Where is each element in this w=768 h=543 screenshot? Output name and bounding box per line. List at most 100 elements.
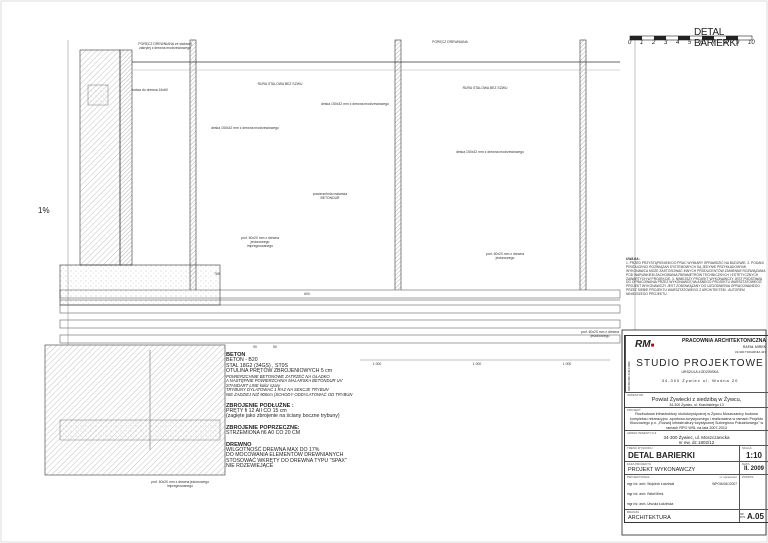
scale-tick: 1 bbox=[640, 40, 644, 46]
firms-section: KONSORCJUM FIRM RM■ PRACOWNIA ARCHITEKTO… bbox=[625, 336, 768, 393]
note-line: (zagięte jako zbrojenie na ściany boczne… bbox=[226, 413, 340, 420]
projektowal-label: PROJEKTOWAŁ bbox=[627, 475, 650, 480]
consortium-label: KONSORCJUM FIRM bbox=[625, 336, 632, 392]
annotation-rura-2: RURA STALOWA BEZ SZWU bbox=[462, 86, 508, 90]
note-line: NIE RDZEWIEJĄCE bbox=[226, 463, 274, 470]
scale-tick: 7 bbox=[712, 40, 716, 46]
note-line: BETON - B20 bbox=[226, 357, 258, 364]
deck-boards bbox=[59, 289, 621, 344]
uwaga-title: UWAGA: bbox=[626, 257, 640, 261]
podpis-label: PODPIS bbox=[742, 475, 754, 480]
annotation-deska-3: deska 150x32 mm z drewna modrzewiowego bbox=[456, 150, 524, 154]
designer-1-licence: WPOIA/04/12007 bbox=[712, 482, 737, 487]
adres-line-1: 34-300 Żywiec, ul. Moszczanicka bbox=[663, 435, 730, 441]
firm2-owner: URSZULA ŁODZIŃSKA bbox=[681, 370, 719, 374]
branza-value: ARCHITEKTURA bbox=[628, 515, 671, 522]
note-line: A NASTĘPNIE POWIERZCHNIA MALARSKA BETOND… bbox=[226, 378, 343, 384]
adres-section: ADRES INWESTYCJI 34-300 Żywiec, ul. Mosz… bbox=[625, 431, 768, 447]
drawing-number: A.05 bbox=[747, 511, 764, 521]
notes-drewno-heading: DREWNO bbox=[226, 441, 252, 448]
designer-1: mgr inż. arch. Wojciech Łodziński bbox=[627, 482, 675, 487]
notes-beton-heading: BETON bbox=[226, 352, 246, 358]
annotation-deska-1: deska 150x32 mm z drewna modrzewiowego bbox=[321, 102, 389, 106]
inwestor-name: Powiat Żywiecki z siedzibą w Żywcu, bbox=[651, 397, 742, 403]
uwaga-text: 1. PRZED PRZYSTĄPIENIEM DO PRAC WYMIARY … bbox=[626, 260, 766, 297]
faza-row: FAZA PROJEKTU PROJEKT WYKONAWCZY DATA II… bbox=[625, 462, 768, 476]
note-line: OTULINA PRĘTÓW ZBROJENIOWYCH 5 cm bbox=[226, 368, 333, 375]
projekt-section: PROJEKT Rozbudowa infrastruktury okołotu… bbox=[625, 408, 768, 432]
note-line: STRZEMIONA fi6 A0 CO 20 CM bbox=[226, 430, 301, 437]
note-line: PRĘTY fi 12 AII CO 15 cm bbox=[226, 408, 287, 414]
scale-tick: 3 bbox=[664, 40, 668, 46]
annotation-deska-2: deska 150x32 mm z drewna modrzewiowego bbox=[211, 126, 279, 130]
scale-tick: 2 bbox=[652, 40, 656, 46]
dimension-label: 760 bbox=[214, 272, 220, 276]
annotation-betondur: powierzchnia malarska BETONDUR bbox=[312, 192, 348, 200]
notes-poprzeczne-heading: ZBROJENIE POPRZECZNE: bbox=[226, 424, 300, 431]
note-line: STANDART LINE kolor szary bbox=[226, 382, 281, 388]
inwestor-section: INWESTOR Powiat Żywiecki z siedzibą w Ży… bbox=[625, 393, 768, 408]
dimension-label: 1 000 bbox=[372, 362, 382, 366]
faza-label: FAZA PROJEKTU bbox=[627, 462, 652, 467]
scale-tick: 4 bbox=[676, 40, 680, 46]
annotation-porecz-mid: PORĘCZ DREWNIANA bbox=[432, 40, 468, 44]
adres-line-2: nr ew. dz.1802/12 bbox=[678, 440, 715, 446]
note-line: POWIERZCHNIE BETONOWE ZATRZEĆ NA GŁADKO bbox=[226, 373, 330, 379]
dimension-label: 90 bbox=[253, 345, 257, 349]
note-line: STOSOWAĆ WKRĘTY DO DREWNA TYPU "SPAX" bbox=[226, 457, 347, 464]
firm1-owner: RAFAŁ MIREK bbox=[742, 345, 766, 349]
firm2-name: STUDIO PROJEKTOWE bbox=[636, 358, 764, 369]
skala-label: SKALA bbox=[742, 446, 752, 451]
scale-tick: 5 bbox=[688, 40, 692, 46]
skala-value: 1:10 bbox=[745, 451, 762, 461]
projekt-label: PROJEKT bbox=[627, 408, 641, 412]
annotation-profile-3: prof. 60x20 mm z drewna jesionowego impr… bbox=[150, 480, 210, 488]
firm1-name: PRACOWNIA ARCHITEKTONICZNA bbox=[682, 338, 766, 344]
scale-tick: 6 bbox=[700, 40, 704, 46]
slope-label: 1% bbox=[38, 206, 50, 215]
note-line: DO MOCOWANIA ELEMENTÓW DREWNIANYCH bbox=[226, 452, 344, 459]
projekt-description: Rozbudowa infrastruktury okołoturystyczn… bbox=[629, 412, 764, 430]
scale-tick: 9 bbox=[736, 40, 740, 46]
wall-section bbox=[79, 49, 133, 266]
note-line: TRYBUNY DYLATOWAĆ 1 RAZ NA SEKCJE TRYBUN bbox=[226, 387, 329, 393]
tresc-label: TREŚĆ RYSUNKU bbox=[627, 446, 653, 451]
annotation-rura-1: RURA STALOWA BEZ SZWU bbox=[257, 82, 303, 86]
drawing-title: DETAL BARIERKI bbox=[694, 27, 739, 49]
annotation-profile-4: prof. 60x20 mm z drewna jesionowego bbox=[580, 330, 620, 338]
annotation-profile-1: prof. 60x20 mm z drewna jesionowego impr… bbox=[240, 236, 280, 248]
title-block: KONSORCJUM FIRM RM■ PRACOWNIA ARCHITEKTO… bbox=[624, 335, 768, 524]
scale-tick: 0 bbox=[628, 40, 632, 46]
designers-section: PROJEKTOWAŁ nr uprawnień mgr inż. arch. W… bbox=[625, 475, 768, 511]
material-notes: BETON BETON - B20 STAL 18G2 (34GS) , ST0… bbox=[226, 352, 356, 470]
uprawnienia-label: nr uprawnień bbox=[719, 475, 737, 480]
scale-tick: 10 bbox=[748, 40, 755, 46]
tresc-value: DETAL BARIERKI bbox=[628, 451, 695, 461]
concrete-base bbox=[44, 264, 226, 476]
firm1-address: 32-600 TOKARNIA 427 bbox=[734, 350, 766, 354]
note-line: NIE ZADZIEJ NIŻ 900cm (SCHODY ODDYLATOWA… bbox=[226, 392, 353, 397]
annotation-profile-2: prof. 60x20 mm z drewna jesionowego bbox=[485, 252, 525, 260]
dimension-label: 50 bbox=[273, 345, 277, 349]
faza-value: PROJEKT WYKONAWCZY bbox=[628, 467, 696, 474]
scale-bar bbox=[629, 35, 753, 41]
designer-3: mgr inż. arch. Urszula Łodzińska bbox=[627, 502, 674, 507]
dimension-label: 1 000 bbox=[562, 362, 572, 366]
note-line: WILGOTNOŚĆ DREWNA MAX DO 17% bbox=[226, 447, 320, 454]
tresc-row: TREŚĆ RYSUNKU DETAL BARIERKI SKALA 1:10 bbox=[625, 446, 768, 463]
dimension-label: 1 000 bbox=[472, 362, 482, 366]
adres-label: ADRES INWESTYCJI bbox=[627, 431, 657, 436]
scale-tick: 8 bbox=[724, 40, 728, 46]
logo: RM■ bbox=[635, 339, 655, 350]
annotation-porecz-left: PORĘCZ DREWNIANA ze stalowej zakrytej z … bbox=[138, 42, 192, 50]
nr-label: NR RYS. bbox=[740, 513, 746, 520]
branza-row: BRANŻA ARCHITEKTURA NR RYS. A.05 bbox=[625, 510, 768, 523]
branza-label: BRANŻA bbox=[627, 510, 640, 515]
dimension-lines bbox=[67, 40, 636, 361]
notes-podluzne-heading: ZBROJENIE PODŁUŻNE : bbox=[226, 402, 294, 409]
designer-2: mgr inż. arch. Rafał Mirek bbox=[627, 492, 664, 497]
annotation-kotwa: kotwa do drewna 16x60 bbox=[132, 88, 168, 92]
dimension-label: 600 bbox=[304, 292, 310, 296]
firm2-address: 34-300 Żywiec ul. Wodna 20 bbox=[661, 378, 739, 383]
